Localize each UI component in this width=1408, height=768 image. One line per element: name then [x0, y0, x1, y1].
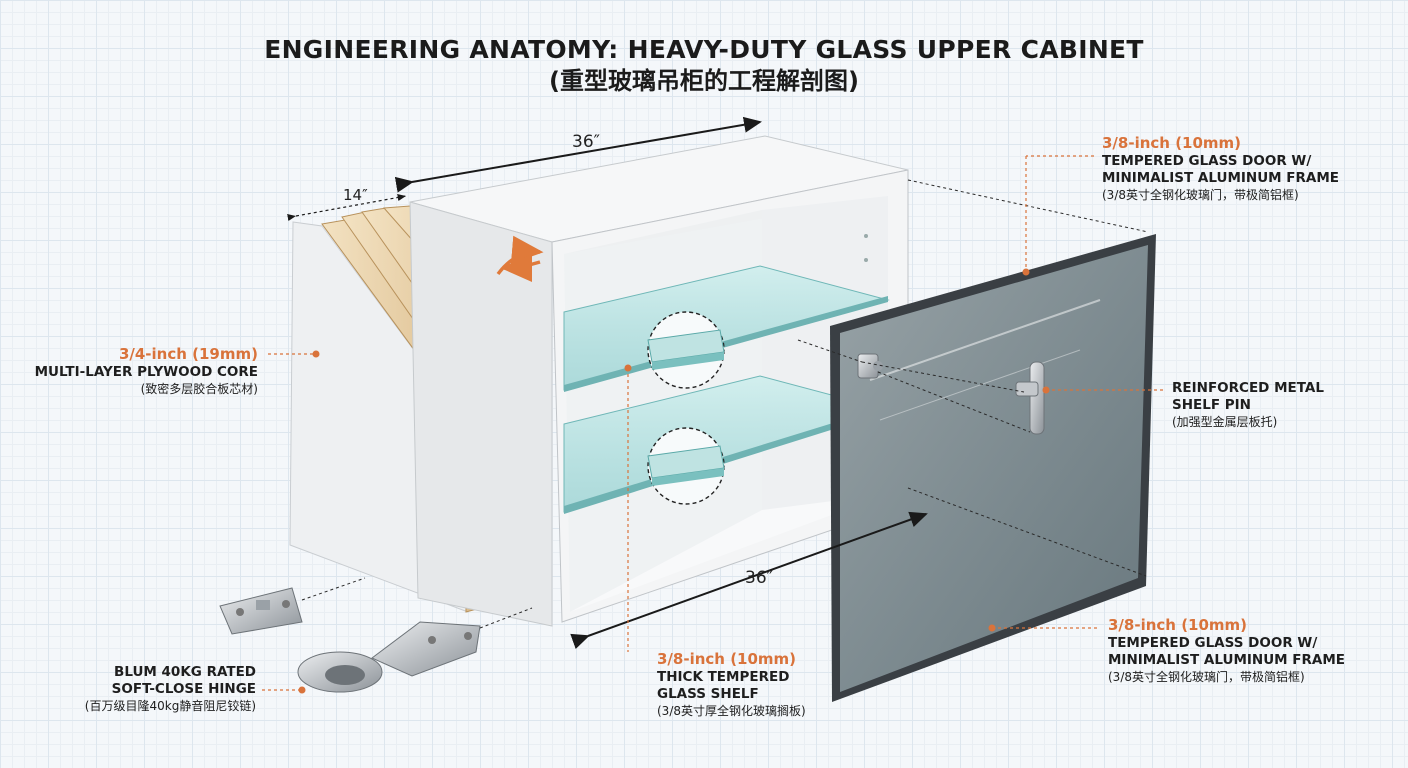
door-top-cn: (3/8英寸全钢化玻璃门，带极简铝框) [1102, 188, 1299, 202]
door-top-spec: 3/8-inch (10mm) [1102, 134, 1242, 152]
callout-glass-door-top: 3/8-inch (10mm) TEMPERED GLASS DOOR W/ M… [1102, 134, 1382, 204]
callout-shelf-pin: REINFORCED METAL SHELF PIN (加强型金属层板托) [1172, 380, 1372, 431]
glass-shelf-cn: (3/8英寸厚全钢化玻璃搁板) [657, 704, 806, 718]
plywood-spec: 3/4-inch (19mm) [118, 345, 258, 363]
callout-plywood-core: 3/4-inch (19mm) MULTI-LAYER PLYWOOD CORE… [20, 345, 258, 398]
callout-hinge: BLUM 40kg RATED SOFT-CLOSE HINGE (百万级目隆4… [20, 664, 256, 715]
glass-shelf-name-1: THICK TEMPERED [657, 669, 790, 685]
hinge-cn: (百万级目隆40kg静音阻尼铰链) [84, 699, 256, 713]
plywood-cn: (致密多层胶合板芯材) [140, 382, 258, 396]
door-bottom-name-2: MINIMALIST ALUMINUM FRAME [1108, 652, 1346, 668]
page-subtitle: (重型玻璃吊柜的工程解剖图) [549, 67, 859, 95]
hinge-mounting-plate [219, 587, 303, 635]
title-block: ENGINEERING ANATOMY: HEAVY-DUTY GLASS UP… [0, 34, 1408, 96]
shelf-pin-name-2: SHELF PIN [1172, 397, 1251, 413]
callout-dots [298, 268, 1050, 694]
door-top-name-2: MINIMALIST ALUMINUM FRAME [1102, 170, 1340, 186]
callout-glass-door-bottom: 3/8-inch (10mm) TEMPERED GLASS DOOR W/ M… [1108, 616, 1388, 686]
door-hinge-cup [857, 353, 883, 379]
callout-glass-shelf: 3/8-inch (10mm) THICK TEMPERED GLASS SHE… [657, 650, 877, 720]
glass-shelf-spec: 3/8-inch (10mm) [657, 650, 797, 668]
dimension-top-width: 36″ [572, 132, 600, 152]
shelf-pin-name-1: REINFORCED METAL [1172, 380, 1324, 396]
door-top-name-1: TEMPERED GLASS DOOR W/ [1102, 153, 1312, 169]
shelf-edge-detail-upper [647, 311, 725, 389]
hinge-cup [297, 621, 481, 693]
door-bottom-cn: (3/8英寸全钢化玻璃门，带极简铝框) [1108, 670, 1305, 684]
plywood-name: MULTI-LAYER PLYWOOD CORE [34, 364, 258, 380]
callout-leader-lines [262, 155, 1166, 691]
glass-shelf-name-2: GLASS SHELF [657, 686, 759, 702]
dimension-lines [287, 116, 928, 649]
dimension-depth: 14″ [343, 186, 368, 204]
shelf-edge-detail-lower [647, 427, 725, 505]
page-title: ENGINEERING ANATOMY: HEAVY-DUTY GLASS UP… [264, 35, 1144, 64]
door-bottom-name-1: TEMPERED GLASS DOOR W/ [1108, 635, 1318, 651]
shelf-pin-cn: (加强型金属层板托) [1172, 415, 1278, 429]
glass-shelf-upper [563, 265, 890, 392]
shelf-pin [1015, 361, 1045, 435]
hinge-name-1: BLUM 40kg RATED [114, 664, 256, 680]
dimension-bottom-width: 36″ [745, 568, 773, 588]
door-bottom-spec: 3/8-inch (10mm) [1108, 616, 1248, 634]
explode-guide-lines [301, 179, 1149, 629]
hinge-name-2: SOFT-CLOSE HINGE [111, 681, 256, 697]
